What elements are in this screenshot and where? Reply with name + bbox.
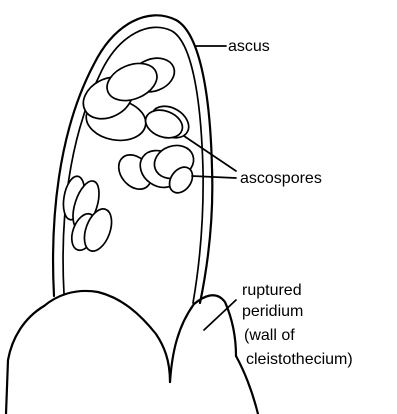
ascus-label: ascus [228,38,270,55]
peridium-leader-line [204,300,236,330]
ascospores-label: ascospores [240,170,322,187]
peridium-label-line2: peridium [242,303,303,320]
peridium-label-line4: cleistothecium) [246,351,353,368]
ascospores-leader-line-lower [192,176,236,178]
peridium-label-line3: (wall of [244,327,295,344]
peridium-label-line1: ruptured [242,282,302,299]
ruptured-peridium [6,291,258,414]
ascospore-cluster-lower [60,175,116,255]
